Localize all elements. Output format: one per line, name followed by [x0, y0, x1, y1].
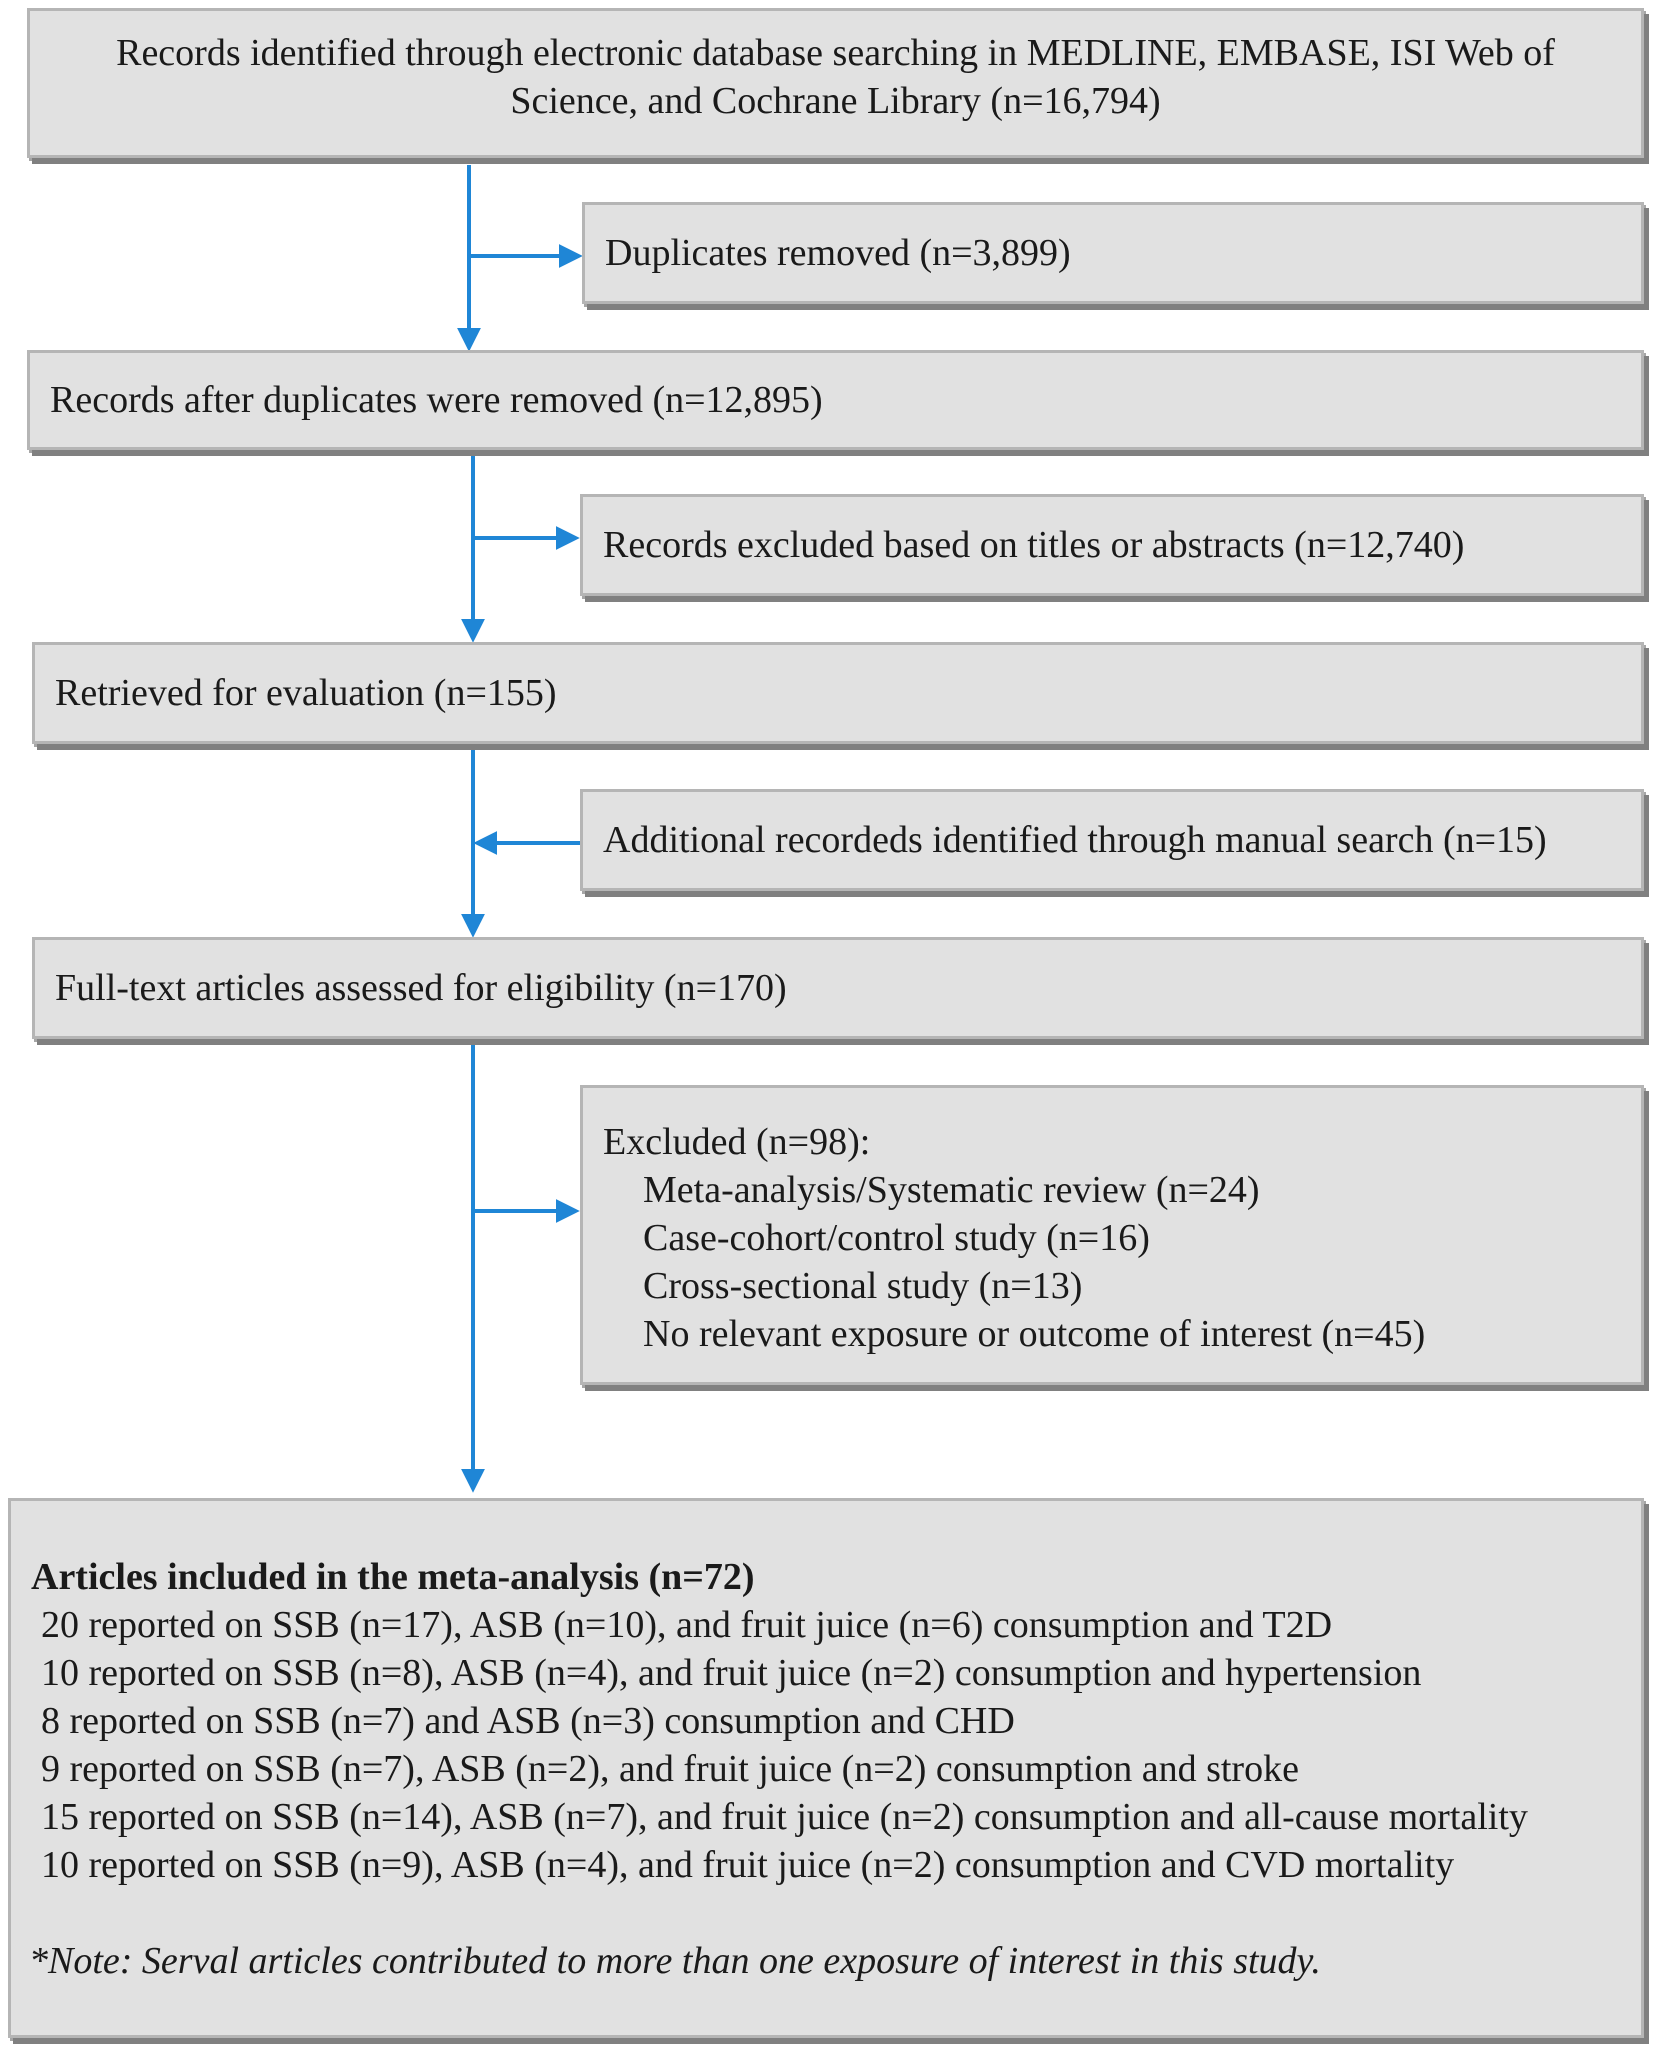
- full-text-assessed-text: Full-text articles assessed for eligibil…: [55, 967, 787, 1009]
- full-text-assessed-box: Full-text articles assessed for eligibil…: [32, 937, 1644, 1039]
- included-outcome-line: 10 reported on SSB (n=8), ASB (n=4), and…: [41, 1652, 1422, 1694]
- manual-search-text: Additional recordeds identified through …: [603, 819, 1547, 861]
- included-outcome-line: 8 reported on SSB (n=7) and ASB (n=3) co…: [41, 1700, 1015, 1742]
- excluded-heading: Excluded (n=98):: [603, 1121, 871, 1163]
- duplicates-removed-text: Duplicates removed (n=3,899): [605, 232, 1071, 274]
- duplicates-removed-box: Duplicates removed (n=3,899): [582, 202, 1644, 304]
- records-identified-text: Records identified through electronic da…: [116, 32, 1555, 122]
- excluded-reason-item: Case-cohort/control study (n=16): [643, 1217, 1150, 1259]
- articles-included-box: Articles included in the meta-analysis (…: [8, 1498, 1644, 2038]
- excluded-reason-item: Meta-analysis/Systematic review (n=24): [643, 1169, 1260, 1211]
- included-outcome-line: 15 reported on SSB (n=14), ASB (n=7), an…: [41, 1796, 1528, 1838]
- records-excluded-titles-text: Records excluded based on titles or abst…: [603, 524, 1465, 566]
- retrieved-for-evaluation-box: Retrieved for evaluation (n=155): [32, 642, 1644, 744]
- excluded-box: Excluded (n=98): Meta-analysis/Systemati…: [580, 1085, 1644, 1385]
- footnote: *Note: Serval articles contributed to mo…: [29, 1940, 1321, 1982]
- excluded-reason-item: Cross-sectional study (n=13): [643, 1265, 1083, 1307]
- records-identified-box: Records identified through electronic da…: [27, 8, 1644, 158]
- excluded-reason-item: No relevant exposure or outcome of inter…: [643, 1313, 1426, 1355]
- articles-included-heading: Articles included in the meta-analysis (…: [31, 1556, 755, 1598]
- included-outcome-line: 20 reported on SSB (n=17), ASB (n=10), a…: [41, 1604, 1333, 1646]
- manual-search-box: Additional recordeds identified through …: [580, 789, 1644, 891]
- included-outcome-line: 9 reported on SSB (n=7), ASB (n=2), and …: [41, 1748, 1299, 1790]
- records-after-duplicates-box: Records after duplicates were removed (n…: [27, 350, 1644, 450]
- records-excluded-titles-box: Records excluded based on titles or abst…: [580, 494, 1644, 596]
- included-outcome-line: 10 reported on SSB (n=9), ASB (n=4), and…: [41, 1844, 1455, 1886]
- records-after-duplicates-text: Records after duplicates were removed (n…: [50, 379, 823, 421]
- retrieved-for-evaluation-text: Retrieved for evaluation (n=155): [55, 672, 557, 714]
